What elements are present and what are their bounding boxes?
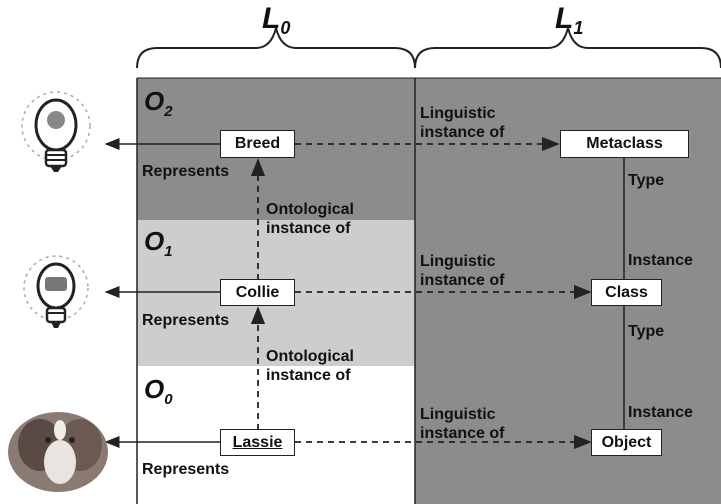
lightbulb-dog-icon <box>23 255 89 328</box>
lightbulb-brain-icon <box>21 91 91 172</box>
represents-label-lassie: Represents <box>142 461 230 478</box>
column-header-l0: L0 <box>262 2 290 39</box>
node-lassie: Lassie <box>220 429 295 456</box>
represents-label-collie: Represents <box>142 312 230 329</box>
linguistic-top-line1: Linguistic <box>420 105 496 122</box>
o1-sub: 1 <box>164 243 173 260</box>
ontological-upper-line1: Ontological <box>266 201 354 218</box>
linguistic-middle-line2: instance of <box>420 272 505 289</box>
l1-letter: L <box>555 2 574 35</box>
node-lassie-label: Lassie <box>232 433 283 451</box>
ontological-lower-line1: Ontological <box>266 348 354 365</box>
instance-label-lower: Instance <box>628 404 693 421</box>
level-label-o2: O2 <box>144 86 173 120</box>
l1-sub: 1 <box>573 18 584 38</box>
linguistic-label-middle: Linguistic instance of <box>420 252 504 290</box>
linguistic-bottom-line1: Linguistic <box>420 406 496 423</box>
l0-sub: 0 <box>280 18 291 38</box>
column-header-l1: L1 <box>555 2 583 39</box>
linguistic-middle-line1: Linguistic <box>420 253 496 270</box>
type-label-upper: Type <box>628 172 665 189</box>
linguistic-label-bottom: Linguistic instance of <box>420 405 504 443</box>
linguistic-label-top: Linguistic instance of <box>420 104 504 142</box>
linguistic-top-line2: instance of <box>420 124 505 141</box>
node-metaclass: Metaclass <box>560 130 689 158</box>
represents-label-breed: Represents <box>142 163 230 180</box>
l0-brace <box>136 27 416 69</box>
ontological-upper-line2: instance of <box>266 220 351 237</box>
node-breed-label: Breed <box>234 135 281 152</box>
node-breed: Breed <box>220 130 295 158</box>
l0-letter: L <box>262 2 281 35</box>
l1-brace <box>414 27 721 69</box>
o1-letter: O <box>144 226 165 256</box>
o2-letter: O <box>144 86 165 116</box>
level-label-o1: O1 <box>144 226 173 260</box>
node-collie: Collie <box>220 279 295 306</box>
node-class: Class <box>591 279 662 306</box>
node-object: Object <box>591 429 662 456</box>
level-label-o0: O0 <box>144 374 173 408</box>
linguistic-bottom-line2: instance of <box>420 425 505 442</box>
ontological-label-lower: Ontological instance of <box>266 347 354 385</box>
node-metaclass-label: Metaclass <box>586 135 663 152</box>
ontological-lower-line2: instance of <box>266 367 351 384</box>
o0-sub: 0 <box>164 391 173 408</box>
o0-letter: O <box>144 374 165 404</box>
dog-photo-icon <box>8 412 108 492</box>
o2-sub: 2 <box>164 103 173 120</box>
instance-label-upper: Instance <box>628 252 693 269</box>
node-object-label: Object <box>601 433 652 451</box>
type-label-lower: Type <box>628 323 665 340</box>
ontological-label-upper: Ontological instance of <box>266 200 354 238</box>
node-class-label: Class <box>605 283 648 301</box>
node-collie-label: Collie <box>235 283 280 301</box>
